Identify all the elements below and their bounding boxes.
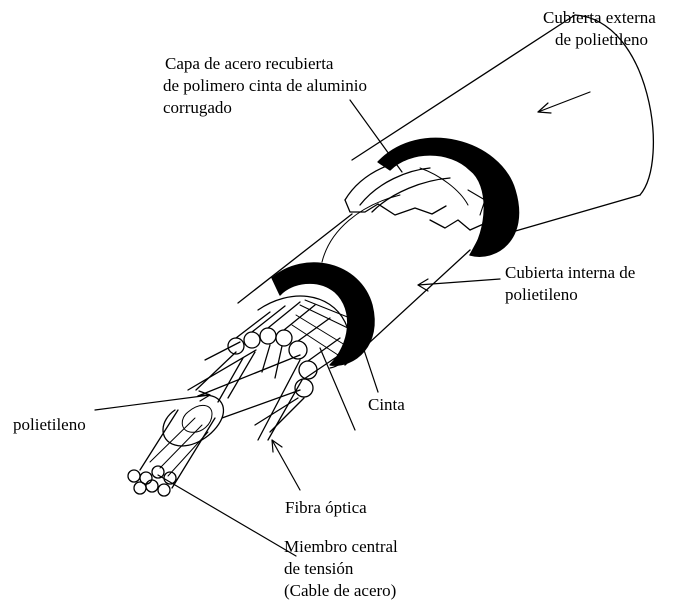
fiber-tube-end xyxy=(243,331,261,349)
leader-arrows xyxy=(94,91,591,557)
steel-strand xyxy=(157,483,171,497)
steel-layer-pointer xyxy=(349,99,403,173)
central-strength-member xyxy=(127,409,216,497)
steel-strand xyxy=(145,479,159,493)
tape-pointer xyxy=(349,307,379,393)
inner-jacket xyxy=(237,194,471,366)
steel-tape-layer xyxy=(344,137,520,257)
fiber-arrow xyxy=(271,439,301,491)
tape-label: Cinta xyxy=(368,395,405,414)
fiber-pointer xyxy=(319,347,356,431)
polyethylene-label: polietileno xyxy=(13,415,86,434)
fiber-tubes xyxy=(187,301,341,441)
inner-jacket-label: Cubierta interna de polietileno xyxy=(505,263,636,304)
outer-jacket-label: Cubierta externa de polietileno xyxy=(543,8,656,49)
steel-strand xyxy=(127,469,141,483)
inner-jacket-arrow xyxy=(417,278,501,286)
strength-member-pointer xyxy=(157,474,297,557)
steel-strand xyxy=(133,481,147,495)
strength-member-label: Miembro central de tensión (Cable de ace… xyxy=(284,537,398,600)
fiber-tube-end xyxy=(259,327,277,345)
steel-layer-label: Capa de acero recubierta de polimero cin… xyxy=(163,54,367,117)
steel-strand xyxy=(151,465,165,479)
optical-fiber-label: Fibra óptica xyxy=(285,498,367,517)
outer-jacket-arrow xyxy=(537,91,591,113)
steel-layer-ring xyxy=(377,137,520,257)
polyethylene-arrow xyxy=(94,394,211,411)
fiber-tube-end xyxy=(275,329,293,347)
